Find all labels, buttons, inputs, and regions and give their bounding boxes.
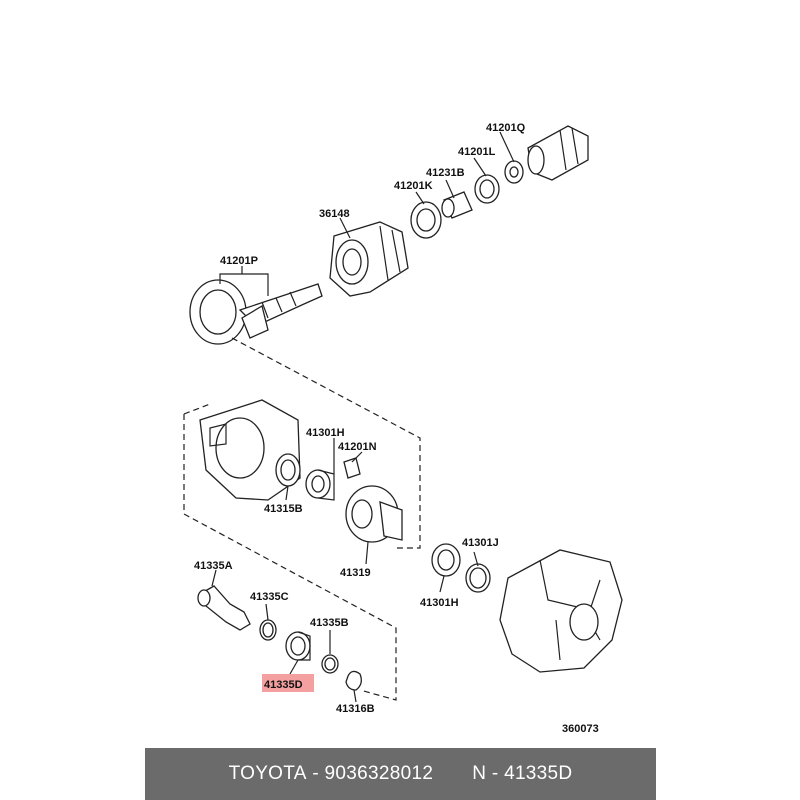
label-41316B[interactable]: 41316B xyxy=(336,703,375,715)
part-number: 41335D xyxy=(504,763,573,784)
part-41335B-ring xyxy=(321,654,339,674)
brand-name: TOYOTA xyxy=(228,763,307,784)
part-41201P-gear-set xyxy=(189,279,323,345)
part-spacer xyxy=(441,191,473,219)
label-36148[interactable]: 36148 xyxy=(319,208,350,220)
label-41335A[interactable]: 41335A xyxy=(194,560,233,572)
part-41301H-bottom-bearing xyxy=(431,543,461,577)
part-carrier-housing xyxy=(199,399,301,501)
label-41301J[interactable]: 41301J xyxy=(462,537,499,549)
label-41201P[interactable]: 41201P xyxy=(220,255,258,267)
label-41231B[interactable]: 41231B xyxy=(426,167,465,179)
label-41319[interactable]: 41319 xyxy=(340,567,371,579)
label-41335C[interactable]: 41335C xyxy=(250,591,289,603)
part-41201L-nut xyxy=(504,160,524,184)
exploded-parts-diagram: 41201Q 41201L 41231B 41201K 36148 41201P… xyxy=(183,122,623,735)
label-41301H-bottom[interactable]: 41301H xyxy=(420,597,459,609)
part-info-footer: TOYOTA - 9036328012 N - 41335D xyxy=(145,748,656,800)
part-41335D-bearing xyxy=(285,631,311,661)
diagram-code: 360073 xyxy=(562,723,599,735)
part-41301H-top-bearing xyxy=(305,469,335,501)
part-41315B-seal xyxy=(275,453,301,487)
label-41315B[interactable]: 41315B xyxy=(264,503,303,515)
label-41201N[interactable]: 41201N xyxy=(338,441,377,453)
part-41201N-bolt xyxy=(343,457,361,479)
label-41201K[interactable]: 41201K xyxy=(394,180,433,192)
part-41231B-ring xyxy=(474,174,500,204)
footer-gap xyxy=(433,763,472,785)
part-41335A-shaft xyxy=(197,585,251,631)
label-41335B[interactable]: 41335B xyxy=(310,617,349,629)
footer-separator: - xyxy=(306,763,325,784)
n-prefix: N - xyxy=(472,763,505,784)
part-41301J-race xyxy=(465,563,491,593)
part-41319-diff-case xyxy=(345,485,403,543)
highlight-box xyxy=(262,674,314,692)
part-41201Q-flange xyxy=(527,125,589,181)
label-41301H-top[interactable]: 41301H xyxy=(306,427,345,439)
label-41201L[interactable]: 41201L xyxy=(458,146,496,158)
oem-number: 9036328012 xyxy=(324,763,434,784)
label-41335D[interactable]: 41335D xyxy=(264,679,303,691)
label-41201Q[interactable]: 41201Q xyxy=(486,122,526,134)
part-transfer-case xyxy=(499,549,623,673)
part-41335C-ring xyxy=(259,619,277,641)
part-41201K-bearing xyxy=(410,201,442,239)
part-36148-housing xyxy=(329,221,409,297)
part-41316B-clip xyxy=(345,670,362,691)
